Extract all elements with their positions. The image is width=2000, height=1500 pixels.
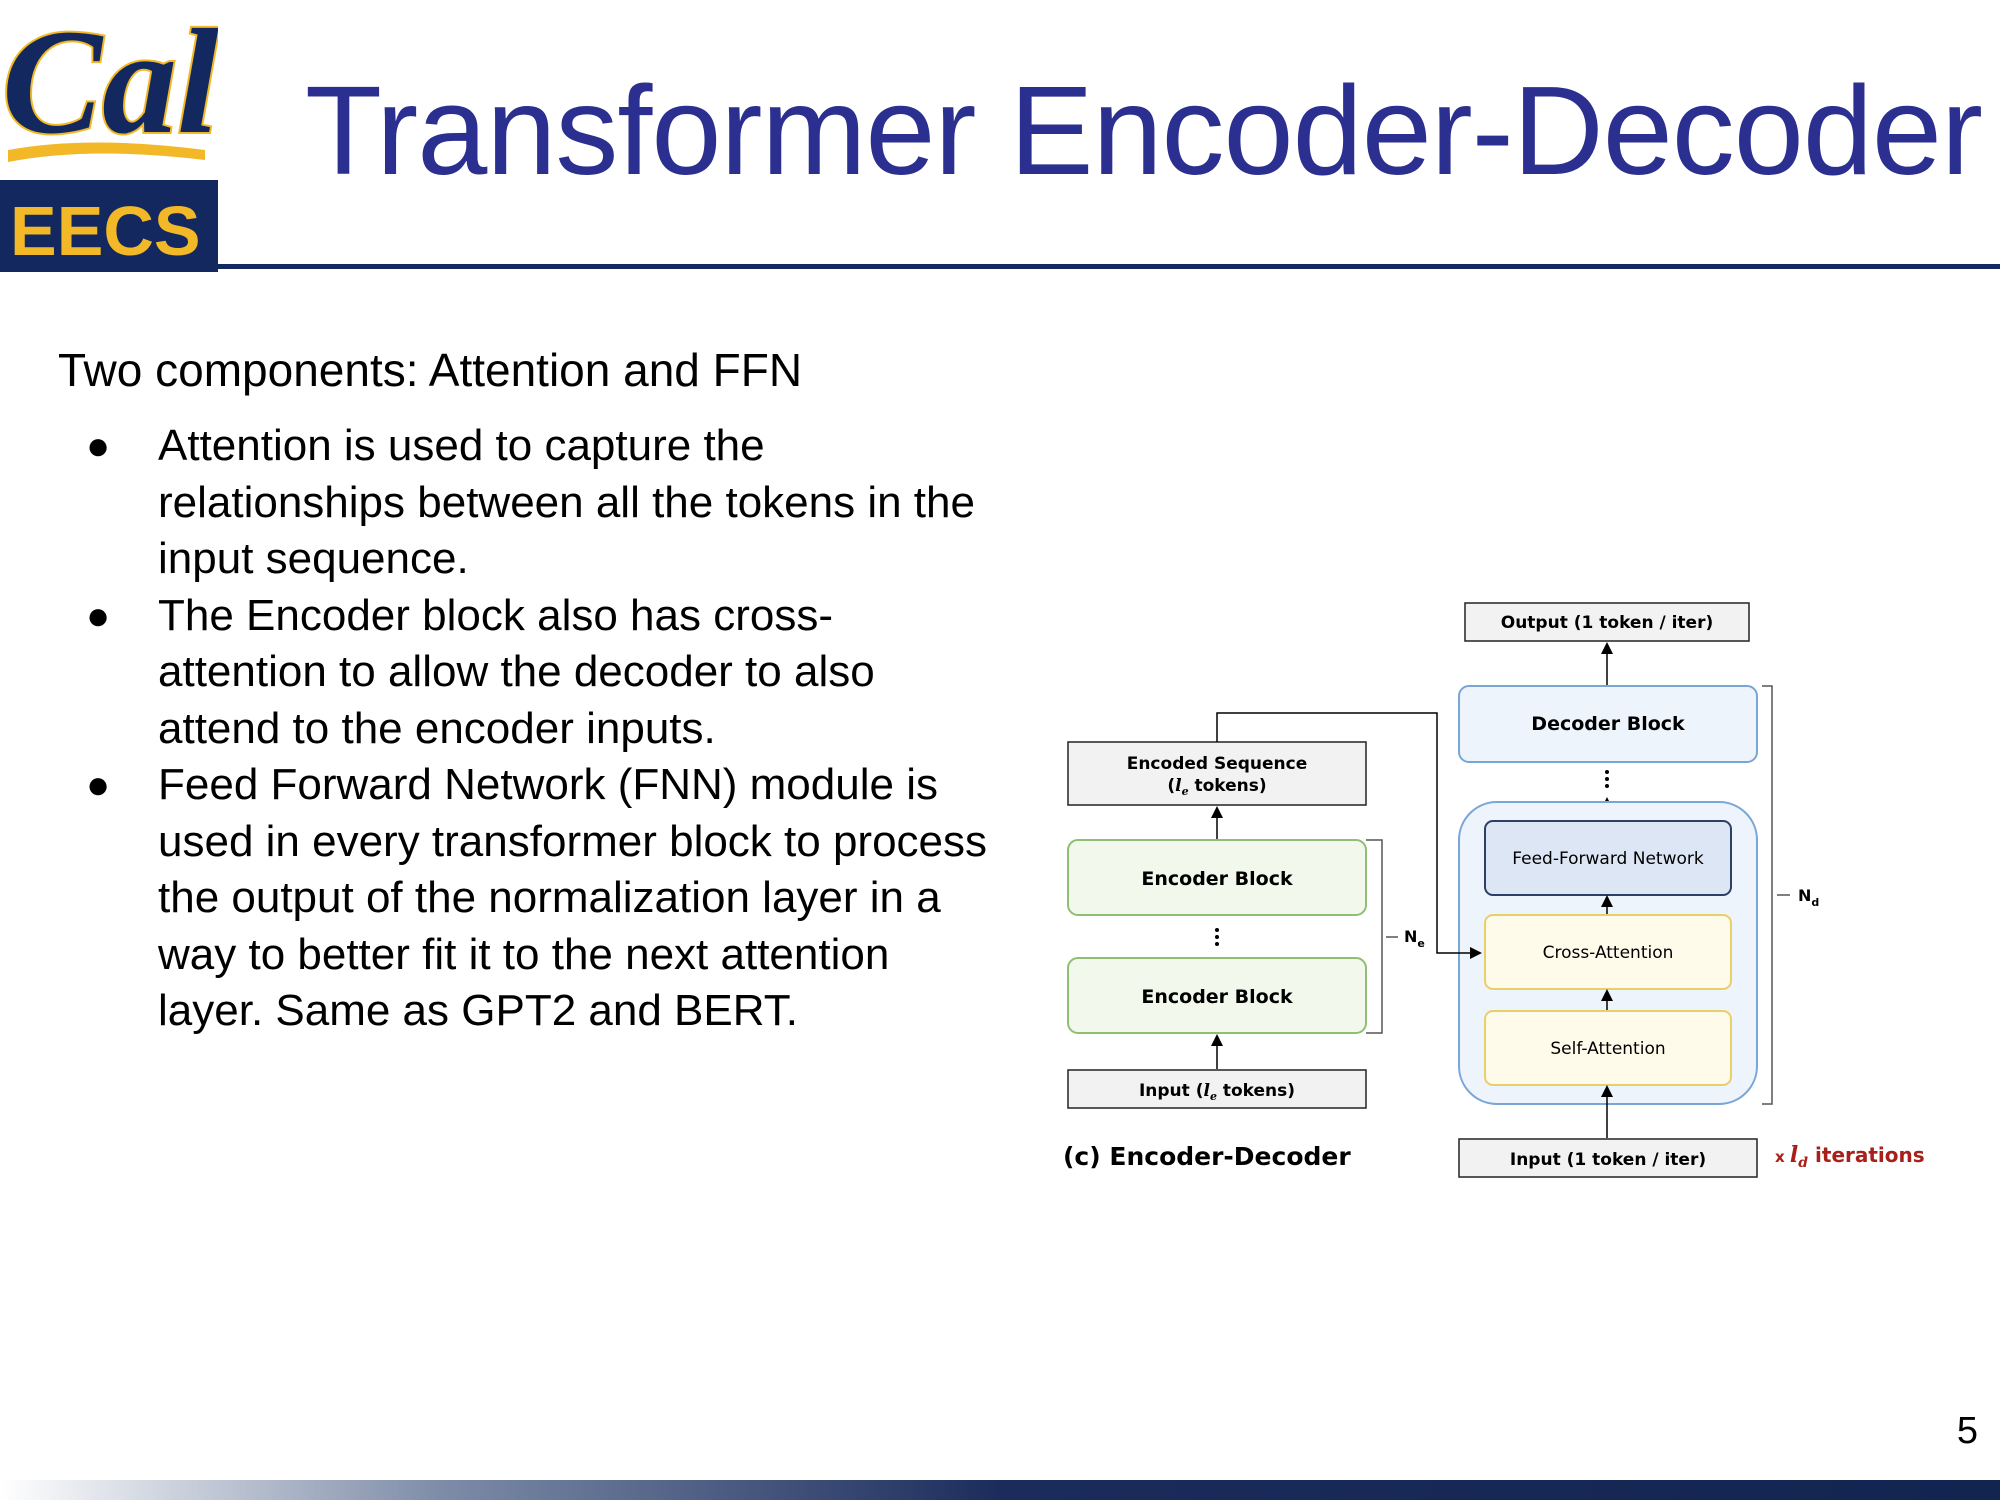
decoder-input-box bbox=[1458, 1138, 1758, 1178]
decoder-ellipsis bbox=[1605, 770, 1609, 788]
cal-logo-text: Cal bbox=[2, 0, 218, 165]
page-number: 5 bbox=[1956, 1410, 1978, 1452]
title-divider bbox=[218, 264, 2000, 269]
encoder-block-label: Encoder Block bbox=[1141, 986, 1293, 1008]
bullet-text: Attention is used to capture the relatio… bbox=[158, 421, 975, 583]
output-box bbox=[1464, 602, 1750, 642]
bullet-item: ● Feed Forward Network (FNN) module is us… bbox=[80, 757, 1000, 1040]
ffn-label: Feed-Forward Network bbox=[1512, 849, 1704, 869]
iterations-label: x ld iterations bbox=[1775, 1142, 1925, 1171]
ne-label: Ne bbox=[1404, 927, 1425, 950]
bullet-icon: ● bbox=[86, 593, 111, 638]
decoder-input-label: Input (1 token / iter) bbox=[1510, 1150, 1706, 1170]
self-attention-label: Self-Attention bbox=[1550, 1039, 1665, 1059]
eecs-logo-background bbox=[0, 180, 218, 272]
bullet-item: ● Attention is used to capture the relati… bbox=[80, 418, 1000, 588]
encoder-decoder-diagram: Output (1 token / iter) Decoder Block Fe… bbox=[1063, 602, 1925, 1178]
encoded-sequence-box bbox=[1067, 741, 1367, 806]
bullet-text: Feed Forward Network (FNN) module is use… bbox=[158, 760, 988, 1035]
ne-bracket bbox=[1366, 839, 1383, 1034]
encoder-input-box bbox=[1067, 1069, 1367, 1109]
cal-eecs-logo: Cal EECS bbox=[0, 0, 218, 272]
encoder-to-cross-attention-connector bbox=[1216, 712, 1482, 959]
output-label: Output (1 token / iter) bbox=[1501, 613, 1713, 633]
bullet-list: ● Attention is used to capture the relati… bbox=[80, 418, 1000, 1040]
bullet-icon: ● bbox=[86, 424, 111, 468]
eecs-logo-text: EECS bbox=[10, 192, 201, 270]
decoder-block-box bbox=[1458, 685, 1758, 763]
bullet-item: ● The Encoder block also has cross-attent… bbox=[80, 588, 1000, 758]
cross-attention-label: Cross-Attention bbox=[1543, 943, 1674, 963]
bullet-text: The Encoder block also has cross-attenti… bbox=[158, 590, 875, 753]
encoder-block-bottom bbox=[1067, 957, 1367, 1034]
encoded-sequence-subtitle: (le tokens) bbox=[1167, 776, 1266, 798]
encoder-block-label: Encoder Block bbox=[1141, 868, 1293, 890]
cal-logo-swoosh bbox=[8, 142, 205, 162]
nd-bracket bbox=[1762, 685, 1773, 1105]
encoder-block-top bbox=[1067, 839, 1367, 916]
encoder-input-label: Input (le tokens) bbox=[1139, 1081, 1295, 1103]
footer-bar bbox=[0, 1480, 2000, 1500]
slide-title: Transformer Encoder-Decoder bbox=[305, 60, 1983, 201]
encoder-ellipsis bbox=[1215, 928, 1219, 946]
bullet-icon: ● bbox=[86, 763, 111, 807]
decoder-block-label: Decoder Block bbox=[1531, 713, 1685, 735]
nd-label: Nd bbox=[1798, 886, 1819, 909]
diagram-caption: (c) Encoder-Decoder bbox=[1063, 1142, 1351, 1171]
intro-text: Two components: Attention and FFN bbox=[58, 344, 803, 396]
encoded-sequence-title: Encoded Sequence bbox=[1127, 754, 1308, 774]
